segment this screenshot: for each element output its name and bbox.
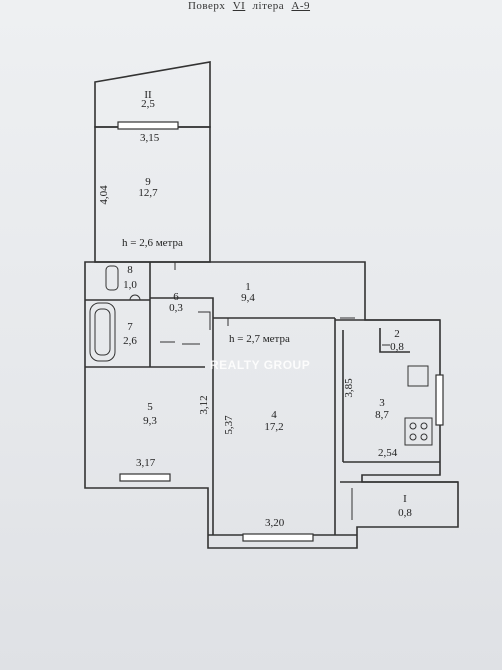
- room-number: 6: [173, 291, 179, 303]
- dimension-label: 2,54: [378, 447, 398, 459]
- room-number: 4: [271, 409, 277, 421]
- dimension-label: 3,17: [136, 457, 156, 469]
- ceiling-height-label: h = 2,7 метра: [229, 333, 290, 345]
- stove-burner: [409, 433, 417, 441]
- walls: [84, 61, 459, 549]
- ceiling-height-label: h = 2,6 метра: [122, 237, 183, 249]
- letter-value: А-9: [291, 0, 311, 12]
- bathtub-inner: [94, 308, 111, 356]
- letter-label: літера: [252, 0, 285, 12]
- room-labels: ІІ 2,5 9 12,7 8 1,0 7 2,6 6 0,3 1 9,4 5 …: [123, 89, 412, 519]
- room-area: 17,2: [264, 421, 283, 433]
- dimension-label: 3,12: [198, 395, 210, 414]
- windows: [117, 121, 444, 542]
- watermark: REALTY GROUP: [210, 358, 311, 372]
- dimension-label: 4,04: [98, 185, 110, 205]
- dimension-label: 3,85: [343, 378, 355, 398]
- dimension-label: 5,37: [223, 415, 235, 435]
- fixtures: [89, 265, 433, 446]
- doors: [160, 262, 390, 520]
- room-number: 5: [147, 401, 153, 413]
- floor-label: Поверх: [187, 0, 226, 12]
- room-area: 0,3: [169, 302, 183, 314]
- floor-value: VI: [232, 0, 246, 12]
- room-number: 1: [245, 281, 251, 293]
- dimension-label: 3,20: [265, 517, 285, 529]
- stove-burner: [420, 433, 428, 441]
- room-number: ІІ: [144, 89, 152, 101]
- window-room5: [119, 473, 171, 482]
- outer-wall: [84, 261, 459, 549]
- closet-wall: [150, 297, 214, 318]
- room-area: 12,7: [138, 187, 158, 199]
- room-area: 8,7: [375, 409, 389, 421]
- room-area: 0,8: [398, 507, 412, 519]
- room-number: 9: [145, 176, 151, 188]
- room-number: 2: [394, 328, 400, 340]
- room-area: 0,8: [390, 341, 404, 353]
- room-number: 7: [127, 321, 133, 333]
- toilet: [105, 265, 119, 291]
- balcony-top-outline: [94, 61, 211, 128]
- kitchen-sink: [407, 365, 429, 387]
- room-area: 9,4: [241, 292, 255, 304]
- room-area: 1,0: [123, 279, 137, 291]
- room-number: 8: [127, 264, 133, 276]
- window-room4: [242, 533, 314, 542]
- room-area: 2,6: [123, 335, 137, 347]
- room-number: І: [403, 493, 407, 505]
- stove-burner: [409, 422, 417, 430]
- room-area: 9,3: [143, 415, 157, 427]
- stove: [404, 417, 433, 446]
- bathtub: [89, 302, 116, 362]
- dimension-label: 3,15: [140, 132, 160, 144]
- plan-header: Поверх VI літера А-9: [0, 0, 502, 16]
- dimensions: 3,15 4,04 3,12 3,17 5,37 3,20 3,85 2,54 …: [98, 132, 398, 529]
- sink: [129, 294, 141, 301]
- room-number: 3: [379, 397, 385, 409]
- window-room9: [117, 121, 179, 130]
- room-area: 2,5: [141, 98, 155, 110]
- stove-burner: [420, 422, 428, 430]
- window-room3: [435, 374, 444, 426]
- pantry-walls: [379, 328, 410, 353]
- door-closet: [198, 311, 211, 330]
